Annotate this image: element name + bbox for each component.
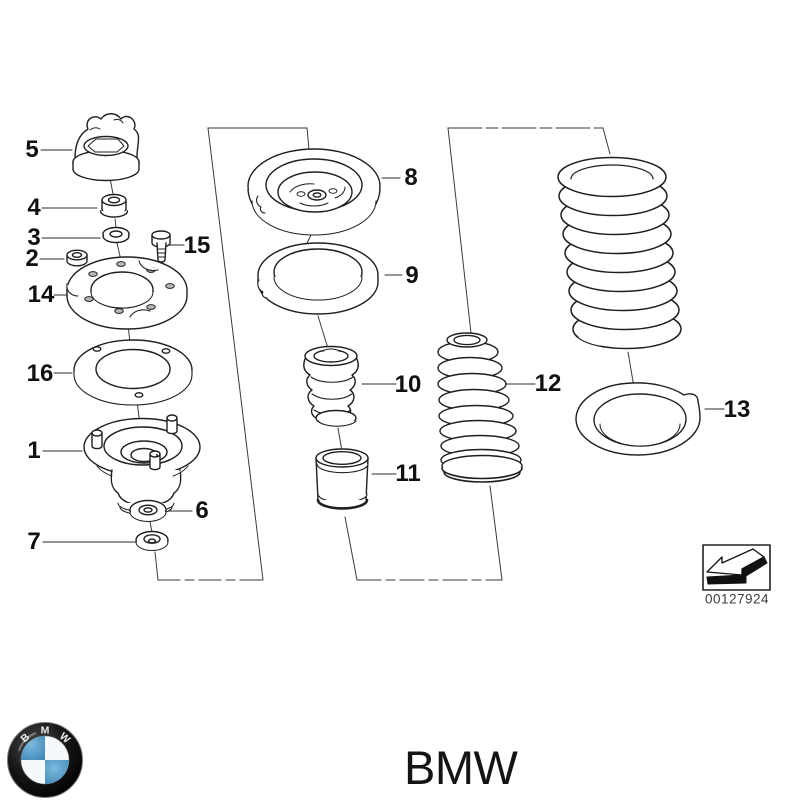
part-5-support-cap [73,114,139,181]
callout-2: 2 [25,245,39,272]
callout-4: 4 [27,194,41,221]
callout-14: 14 [27,281,55,308]
callout-16: 16 [26,360,54,387]
part-4-nut [101,195,128,218]
part-12-protective-boot [438,333,522,482]
part-3-washer [103,228,129,243]
part-coil-spring [558,158,681,349]
callout-10: 10 [394,371,422,398]
brand-part-number: BMW 31321139423 [404,741,683,800]
part-2-nut [67,250,87,266]
callout-8: 8 [404,164,418,191]
part-1-strut-mount [84,415,200,515]
part-11-spacer-sleeve [316,449,368,508]
callout-7: 7 [27,528,41,555]
part-16-gasket-ring [74,340,192,405]
direction-arrow-icon [707,549,767,584]
part-7-washer [136,532,168,551]
callout-13: 13 [723,396,751,423]
svg-text:M: M [41,725,50,737]
part-10-bump-stop [304,347,358,427]
callout-1: 1 [27,437,41,464]
callout-12: 12 [534,370,562,397]
stamp-code: 00127924 [704,591,770,607]
callout-5: 5 [25,136,39,163]
part-9-spring-pad-upper [258,243,378,314]
callout-15: 15 [183,232,211,259]
callout-6: 6 [195,497,209,524]
callout-11: 11 [395,460,421,487]
part-13-spring-pad-lower [576,383,700,455]
callout-leader-lines [40,150,724,542]
part-6-washer [130,501,166,522]
part-8-spring-plate [248,149,380,235]
callout-9: 9 [405,262,419,289]
stamp-box [703,545,770,590]
callout-3: 3 [27,224,41,251]
part-15-bolt [152,231,170,262]
exploded-parts-drawing [0,0,800,715]
bmw-roundel-logo: B M W [7,722,83,798]
part-14-reinforcement-plate [67,257,187,329]
